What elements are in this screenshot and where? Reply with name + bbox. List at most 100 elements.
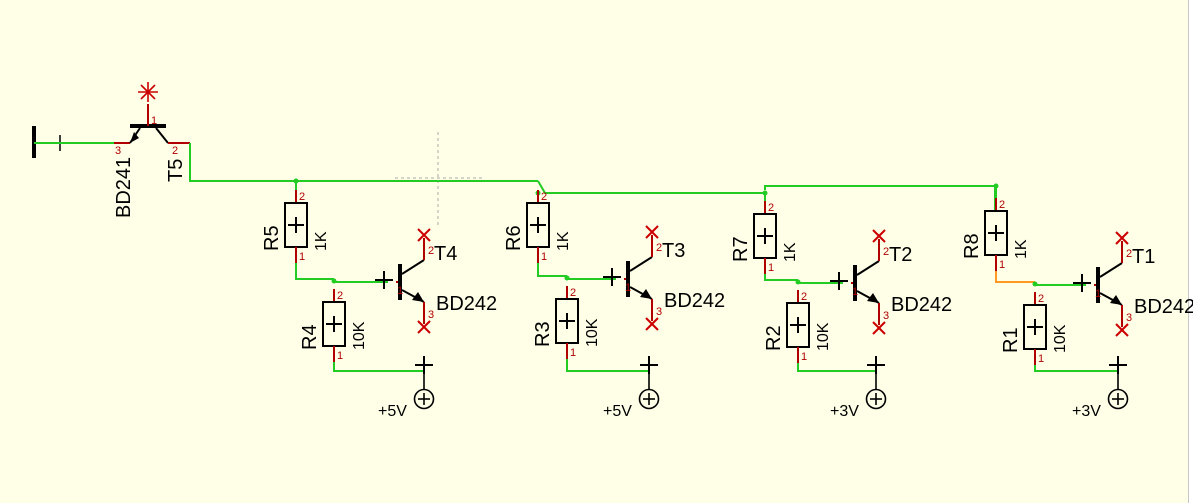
resistor-r8-pin-1: 1 — [999, 259, 1005, 271]
value-r4: 10K — [351, 321, 368, 350]
junction-dot — [564, 275, 570, 281]
junction-dot — [1032, 281, 1038, 287]
resistor-r8-pin-2: 2 — [999, 199, 1005, 211]
wire-to-supply[interactable] — [797, 363, 876, 372]
resistor-r2-pin-2: 2 — [801, 291, 807, 303]
wire-to-supply[interactable] — [333, 362, 424, 372]
resistor-r8[interactable] — [984, 198, 1008, 271]
resistor-r4[interactable] — [322, 289, 346, 362]
resistor-r6[interactable] — [526, 190, 550, 263]
collector-unconnected-icon — [645, 225, 659, 239]
resistor-r4-pin-1: 1 — [337, 350, 343, 362]
resistor-r2[interactable] — [786, 290, 810, 363]
collector-unconnected-icon — [1115, 231, 1129, 245]
supply-terminal-icon[interactable] — [413, 371, 435, 410]
resistor-r6-center-icon — [530, 217, 546, 233]
resistor-r4-pin-2: 2 — [337, 290, 343, 302]
emitter-unconnected-icon — [645, 317, 659, 331]
transistor-pin-1: 1 — [1095, 288, 1101, 300]
label-r5: R5 — [261, 225, 283, 251]
junction-dot — [993, 183, 999, 189]
wire-divider-node[interactable] — [995, 271, 1035, 283]
transistor-name-label: T2 — [889, 244, 912, 266]
t5-type-label: BD241 — [113, 157, 135, 218]
junction-dot — [331, 278, 337, 284]
resistor-r1[interactable] — [1023, 292, 1047, 365]
resistor-r3-pin-1: 1 — [570, 347, 576, 359]
resistor-r7-pin-1: 1 — [768, 262, 774, 274]
transistor-type-label: BD242 — [436, 293, 497, 315]
transistor-t5[interactable] — [114, 104, 190, 144]
value-r3: 10K — [584, 318, 601, 347]
t5-pin-2: 2 — [172, 145, 178, 157]
resistor-r5-pin-2: 2 — [299, 191, 305, 203]
supply-terminal-icon[interactable] — [865, 371, 887, 410]
transistor-pin-2: 2 — [1126, 248, 1132, 260]
base-junction-marker — [375, 271, 393, 289]
resistor-r4-center-icon — [326, 316, 342, 332]
transistor-name-label: T1 — [1132, 246, 1155, 268]
label-r7: R7 — [730, 236, 752, 262]
value-r1: 10K — [1052, 324, 1069, 353]
transistor-t3[interactable] — [624, 235, 653, 321]
value-r5: 1K — [313, 231, 330, 251]
resistor-r3[interactable] — [555, 286, 579, 359]
supply-terminal-icon[interactable] — [638, 371, 660, 410]
resistor-r8-center-icon — [988, 225, 1004, 241]
resistor-r1-pin-2: 2 — [1038, 293, 1044, 305]
t5-pin-1: 1 — [151, 115, 157, 127]
resistor-r5-pin-1: 1 — [299, 251, 305, 263]
resistor-r5[interactable] — [284, 190, 308, 263]
label-r6: R6 — [503, 225, 525, 251]
transistor-pin-3: 3 — [428, 309, 434, 321]
label-r4: R4 — [299, 324, 321, 350]
t5-name-label: T5 — [165, 159, 187, 182]
supply-terminal-icon[interactable] — [1107, 371, 1129, 410]
transistor-pin-2: 2 — [428, 245, 434, 257]
emitter-unconnected-icon — [872, 321, 886, 335]
supply-voltage-label: +5V — [378, 403, 407, 420]
resistor-r3-pin-2: 2 — [570, 287, 576, 299]
transistor-t4[interactable] — [396, 238, 425, 324]
transistor-t1[interactable] — [1094, 241, 1123, 327]
supply-voltage-label: +3V — [830, 403, 859, 420]
wire-divider-node[interactable] — [764, 274, 798, 281]
emitter-unconnected-icon — [1115, 323, 1129, 337]
value-r8: 1K — [1013, 239, 1030, 259]
canvas-right-edge — [1188, 0, 1193, 503]
transistor-pin-3: 3 — [1126, 312, 1132, 324]
bus-wire[interactable] — [189, 143, 996, 211]
transistor-pin-2: 2 — [656, 242, 662, 254]
transistor-pin-3: 3 — [656, 306, 662, 318]
junction-dot — [293, 178, 299, 184]
resistor-r6-pin-1: 1 — [541, 251, 547, 263]
wire-to-supply[interactable] — [1034, 365, 1118, 372]
supply-voltage-label: +5V — [603, 403, 632, 420]
junction-dot — [795, 279, 801, 285]
supply-voltage-label: +3V — [1072, 403, 1101, 420]
wire-divider-node[interactable] — [537, 263, 567, 277]
transistor-name-label: T3 — [662, 240, 685, 262]
resistor-r2-pin-1: 1 — [801, 351, 807, 363]
value-r7: 1K — [782, 242, 799, 262]
collector-unconnected-icon — [872, 229, 886, 243]
wire-to-supply[interactable] — [566, 359, 649, 372]
value-r2: 10K — [815, 322, 832, 351]
transistor-pin-2: 2 — [883, 246, 889, 258]
base-junction-marker — [1073, 274, 1091, 292]
transistor-name-label: T4 — [434, 243, 457, 265]
transistor-pin-1: 1 — [852, 286, 858, 298]
emitter-unconnected-icon — [417, 320, 431, 334]
transistor-t2[interactable] — [851, 239, 880, 325]
collector-unconnected-icon — [417, 228, 431, 242]
transistor-type-label: BD242 — [891, 294, 952, 316]
label-r8: R8 — [961, 233, 983, 259]
transistor-pin-1: 1 — [397, 285, 403, 297]
wire-divider-node[interactable] — [295, 263, 334, 280]
label-r2: R2 — [763, 325, 785, 351]
resistor-r7[interactable] — [753, 201, 777, 274]
